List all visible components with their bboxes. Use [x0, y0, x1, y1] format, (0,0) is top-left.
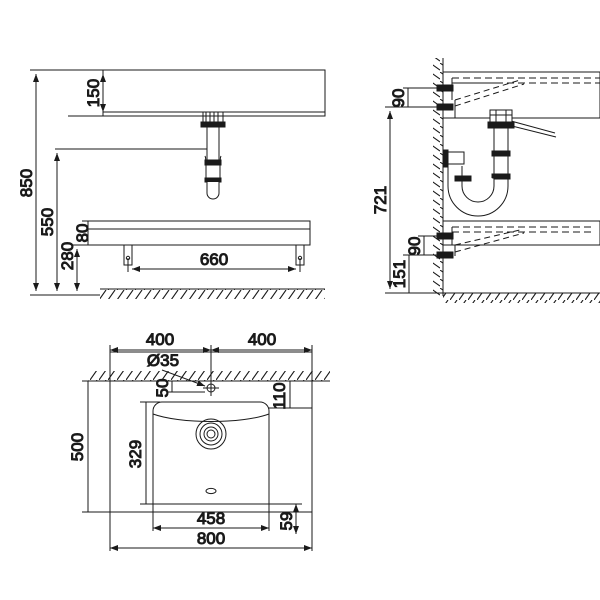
side-elevation-view: 90 721 151 90 — [371, 58, 600, 303]
dim-bowl-rear-offset: 59 — [269, 503, 302, 534]
dim-label-bowl-width: 458 — [197, 509, 225, 528]
dim-label-basin-bracket-to-floor: 721 — [371, 186, 390, 214]
floor-line-side — [443, 292, 600, 303]
dim-shelf-thickness: 80 — [73, 220, 93, 246]
dim-overall-depth: 500 — [68, 380, 110, 513]
dim-bowl-width: 458 — [152, 504, 270, 531]
dim-label-taphole-diameter: Ø35 — [147, 351, 179, 370]
dim-taphole-offset: 50 — [153, 378, 205, 398]
drain-plan — [195, 418, 227, 450]
dim-label-shelf-thickness: 80 — [73, 224, 92, 243]
dim-label-bowl-rear-offset: 59 — [277, 512, 296, 531]
basin-side-body — [436, 71, 600, 138]
overflow-slot-plan — [205, 487, 217, 495]
dim-label-shelf-bottom-to-floor: 280 — [58, 242, 77, 270]
dim-label-basin-height: 150 — [84, 79, 103, 107]
lower-shelf-side — [436, 220, 600, 259]
dim-label-overall-depth: 500 — [68, 433, 87, 461]
dim-label-shelf-bracket-offset: 90 — [405, 237, 424, 256]
dim-wall-to-bowl-front: 110 — [269, 380, 312, 410]
dim-shelf-bottom-to-floor: 280 — [58, 241, 124, 296]
taphole-diameter-leader: Ø35 — [146, 351, 206, 387]
dim-shelf-top-to-floor: 550 — [38, 148, 207, 296]
dim-label-wall-to-bowl-front: 110 — [270, 382, 289, 409]
dim-label-shelf-top-to-floor: 550 — [38, 208, 57, 236]
dim-bracket-spacing: 660 — [127, 250, 301, 272]
dim-label-rim-to-floor: 850 — [17, 169, 36, 197]
dim-half-width-left: 400 — [109, 330, 212, 384]
dim-label-taphole-offset: 50 — [153, 379, 172, 398]
dim-label-half-width-left: 400 — [146, 330, 174, 349]
lower-shelf-front — [87, 220, 311, 266]
dim-label-bowl-depth: 329 — [126, 440, 145, 468]
dim-bowl-depth: 329 — [126, 401, 160, 505]
waste-fitting-front — [200, 111, 226, 200]
dim-label-shelf-bracket-to-floor: 151 — [390, 260, 409, 288]
floor-line-front — [100, 288, 325, 299]
dim-label-bracket-spacing: 660 — [200, 250, 228, 269]
wall-section — [433, 58, 444, 296]
dim-label-half-width-right: 400 — [248, 330, 276, 349]
bowl-outline-plan — [152, 401, 270, 505]
waste-and-trap-side — [442, 109, 515, 217]
dim-half-width-right: 400 — [211, 330, 313, 353]
dim-basin-bracket-offset: 90 — [389, 87, 443, 108]
dim-basin-height: 150 — [68, 69, 108, 117]
wall-line-plan — [88, 371, 330, 382]
dim-label-overall-width: 800 — [197, 529, 225, 548]
basin-front-body — [102, 69, 326, 117]
plan-view: Ø35 50 400 400 800 — [68, 330, 330, 551]
dim-shelf-bracket-offset: 90 — [405, 235, 443, 256]
dim-label-basin-bracket-offset: 90 — [389, 89, 408, 108]
dim-overall-width: 800 — [109, 512, 313, 551]
front-elevation-view: 150 850 550 280 80 — [17, 69, 326, 299]
